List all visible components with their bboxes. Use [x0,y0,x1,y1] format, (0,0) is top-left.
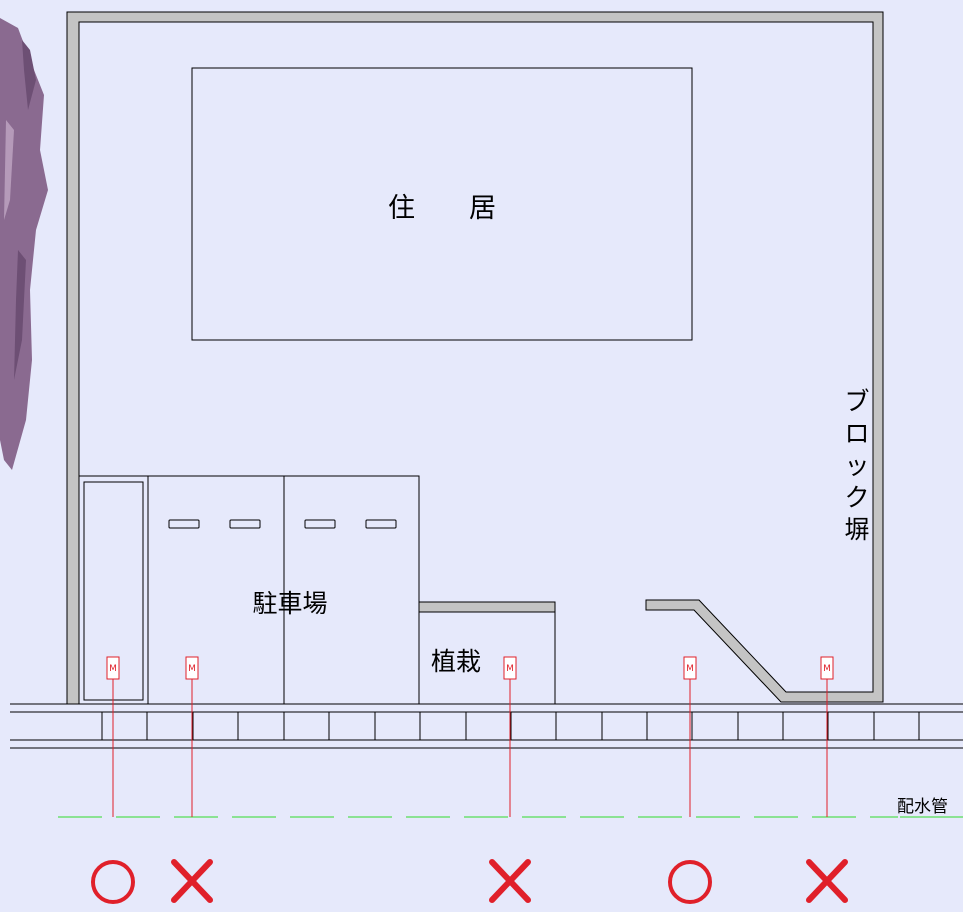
ng-mark-meter-3 [489,859,531,903]
water-main-label: 配水管 [897,797,948,817]
svg-text:M: M [188,664,196,674]
planting-area [418,601,556,704]
ok-mark-meter-1 [91,860,135,904]
parking-label: 駐車場 [252,589,327,618]
svg-text:M: M [686,664,694,674]
house-outline [191,67,693,341]
decorative-brush-strokes [0,18,48,470]
svg-text:ブ: ブ [844,387,869,416]
meter-3: M [503,656,517,817]
planting-label: 植栽 [431,647,481,676]
svg-text:M: M [823,664,831,674]
ng-mark-meter-2 [171,859,213,903]
meter-4: M [683,656,697,817]
svg-text:M: M [506,664,514,674]
svg-text:M: M [109,664,117,674]
ok-mark-meter-4 [668,860,712,904]
svg-text:ッ: ッ [844,451,869,480]
svg-text:ロ: ロ [844,419,869,448]
meter-1: M [106,656,120,817]
block-wall [66,11,884,705]
parking-area [78,475,420,705]
meter-2: M [185,656,199,817]
ng-mark-meter-5 [806,859,848,903]
house-label: 住 居 [388,193,496,224]
svg-text:ク: ク [844,483,869,512]
meter-5: M [820,656,834,817]
block-wall-label: ブ ロ ッ ク 塀 [844,387,869,544]
svg-text:塀: 塀 [844,515,869,544]
road [10,703,963,749]
